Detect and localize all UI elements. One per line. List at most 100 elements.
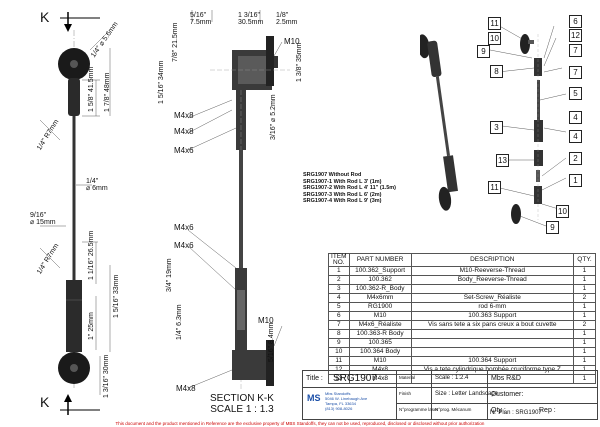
dim-section-upper-a: 7/8" 21.5mm: [172, 22, 179, 62]
bom-header-desc: DESCRIPTION: [410, 253, 574, 267]
plan-number: N° Plan : SRG1907: [490, 410, 542, 416]
bom-cell-qty: 1: [572, 302, 597, 312]
prog-label: N°prog. Mécanum: [435, 407, 472, 412]
bom-cell-item: 11: [328, 356, 350, 366]
company-address: Mbs Standoffs 5046 W. Linebaugh Ave Tamp…: [325, 391, 368, 411]
dim-section-lower-c: 5/16" 8.4mm: [268, 322, 275, 362]
bom-cell-item: 10: [328, 347, 350, 357]
callout-7a: 7: [569, 44, 582, 57]
footer-notice: This document and the product mentioned …: [115, 421, 485, 426]
bom-cell-part: M10: [348, 356, 412, 366]
bom-cell-desc: rod 6-mm: [410, 302, 574, 312]
dim-body-length-a: 1 5/8" 41.5mm: [88, 66, 95, 112]
bottom-body-left: [58, 280, 90, 384]
bom-cell-item: 8: [328, 329, 350, 339]
finish-label: Finish: [399, 391, 412, 396]
top-disk-left: [58, 48, 90, 116]
bom-cell-qty: 1: [572, 266, 597, 276]
bom-cell-qty: 1: [572, 338, 597, 348]
bom-cell-part: RG1900: [348, 302, 412, 312]
bom-header-item: ITEM NO.: [328, 253, 350, 267]
bom-cell-part: 100.362_Support: [348, 266, 412, 276]
callout-7b: 7: [569, 66, 582, 79]
variant-notes: SRG1907 Without Rod SRG1907-1 With Rod L…: [303, 172, 397, 204]
bom-cell-desc: 100.363 Support: [410, 311, 574, 321]
bom-cell-desc: Body_Reeverse-Thread: [410, 275, 574, 285]
bom-cell-qty: 1: [572, 329, 597, 339]
callout-4a: 4: [569, 111, 582, 124]
label-m4x8-2: M4x8: [174, 127, 194, 136]
material-label: Material: [399, 375, 416, 380]
section-marker-top: K: [40, 9, 50, 25]
dim-section-top-b: 1 3/16"30.5mm: [238, 12, 264, 26]
bom-cell-desc: [410, 284, 574, 294]
dim-section-right-b: 3/16" ⌀ 5.2mm: [270, 94, 277, 140]
bom-cell-part: M4x6mm: [348, 293, 412, 303]
label-m4x8-3: M4x8: [176, 384, 196, 393]
dim-disk-diameter: 9/16"⌀ 15mm: [30, 212, 56, 226]
bom-cell-desc: [410, 347, 574, 357]
bom-cell-qty: 1: [572, 356, 597, 366]
dim-section-lower-b: 1/4" 6.3mm: [176, 304, 183, 340]
section-arrow-top: [60, 12, 100, 32]
callout-9-top: 9: [477, 45, 490, 58]
bom-cell-item: 7: [328, 320, 350, 330]
callout-2: 2: [569, 152, 582, 165]
callout-13: 13: [496, 154, 509, 167]
bom-cell-qty: 1: [572, 374, 597, 384]
exploded-view: [420, 23, 567, 227]
callout-12: 12: [569, 29, 582, 42]
bom-header-row: ITEM NO. PART NUMBER DESCRIPTION QTY.: [328, 253, 597, 267]
title-label: Title :: [306, 375, 323, 382]
rod-left: [72, 116, 76, 280]
bom-cell-item: 5: [328, 302, 350, 312]
company-logo: MS: [307, 393, 321, 403]
dim-lower-a: 1 1/16" 26.5mm: [88, 230, 95, 280]
label-m4x8-1: M4x8: [174, 111, 194, 120]
bom-cell-part: 100.365: [348, 338, 412, 348]
dim-lower-b: 1 5/16" 33mm: [113, 274, 120, 318]
bom-cell-desc: Set-Screw_Réaliste: [410, 293, 574, 303]
rep-label: Rep :: [539, 407, 556, 414]
title-block: Title : SRG1907 Material Finish Scale : …: [302, 370, 598, 420]
bom-cell-desc: [410, 338, 574, 348]
dim-rod-diameter: 1/4"⌀ 6mm: [86, 178, 108, 192]
bom-cell-item: 3: [328, 284, 350, 294]
label-m10-top: M10: [284, 37, 300, 46]
bom-cell-qty: 1: [572, 284, 597, 294]
dim-section-right-a: 1 3/8" 35mm: [296, 42, 303, 82]
customer-label: Customer:: [491, 391, 524, 398]
qty-label: Qty :: [491, 407, 506, 414]
bom-cell-desc: 100.364 Support: [410, 356, 574, 366]
label-m4x6-2: M4x6: [174, 223, 194, 232]
bom-cell-desc: Vis sans tete a six pans creux a bout cu…: [410, 320, 574, 330]
callout-9-bottom: 9: [546, 221, 559, 234]
callout-10-bottom: 10: [556, 205, 569, 218]
bom-cell-qty: 1: [572, 311, 597, 321]
bom-cell-part: 100.364 Body: [348, 347, 412, 357]
bom-cell-desc: M10-Reeverse-Thread: [410, 266, 574, 276]
callout-4b: 4: [569, 130, 582, 143]
label-m4x6-1: M4x6: [174, 146, 194, 155]
bom-cell-item: 2: [328, 275, 350, 285]
scale-text: Scale : 1:2.4: [435, 375, 469, 381]
callout-3: 3: [490, 121, 503, 134]
section-title: SECTION K-K SCALE 1 : 1.3: [210, 393, 274, 415]
bom-cell-item: 9: [328, 338, 350, 348]
callout-11-bottom: 11: [488, 181, 501, 194]
bom-cell-qty: 2: [572, 293, 597, 303]
dim-section-lower-a: 3/4" 19mm: [166, 258, 173, 292]
bom-header-qty: QTY.: [572, 253, 597, 267]
section-arrow-bottom: [60, 394, 100, 415]
